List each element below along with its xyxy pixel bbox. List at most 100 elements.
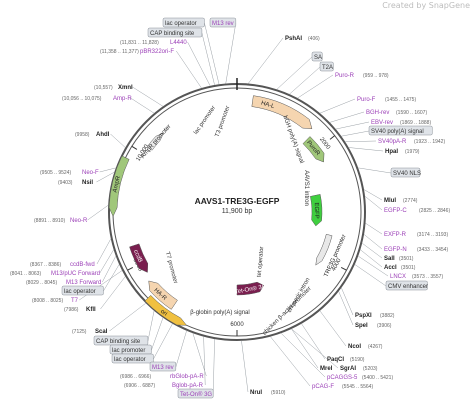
feature-label: ccdB [132, 249, 143, 264]
tick-mark [329, 135, 336, 140]
restriction-site-label: HpaI [385, 149, 398, 155]
leader-line [192, 333, 207, 377]
coordinate-label: (3174 .. 3193) [417, 232, 448, 238]
feature-arrow [108, 155, 130, 217]
snapgene-watermark: Created by SnapGene [382, 1, 470, 10]
coordinate-label: (11,358 .. 11,377) [100, 49, 139, 55]
coordinate-label: (2774) [403, 198, 418, 204]
feature-arrow [129, 243, 149, 273]
coordinate-label: (3501) [399, 256, 414, 262]
feature-arrow [315, 233, 333, 266]
primer-label: EBV-rev [371, 120, 393, 126]
restriction-site-label: KflI [86, 307, 96, 313]
plasmid-size: 11,900 bp [222, 208, 253, 215]
feature-label: HA-L [260, 101, 275, 111]
feature-arrow [251, 95, 313, 130]
leader-line [99, 249, 114, 274]
primer-label: T7 [71, 298, 79, 304]
coordinate-label: (8367 .. 8386) [30, 262, 61, 268]
primer-label: Puro-F [357, 97, 376, 103]
leader-line [241, 340, 249, 393]
leader-line [329, 111, 365, 123]
coordinate-label: (10,056 .. 10,075) [62, 96, 102, 102]
feature-box-label: M13 rev [152, 365, 174, 371]
leader-line [280, 333, 326, 378]
label-leader-lines [79, 22, 392, 395]
leader-line [297, 74, 334, 99]
coordinate-label: (9505 .. 9524) [40, 170, 71, 176]
leader-line [270, 336, 311, 387]
primer-label: pCAGGS-5 [327, 375, 358, 381]
inner-feature-text: T7 promoter [164, 251, 178, 284]
leader-line [363, 189, 383, 201]
coordinate-label: (8008 .. 8025) [32, 298, 63, 304]
feature-label: EGFP [313, 202, 319, 218]
leader-line [301, 323, 326, 360]
coordinate-label: (406) [308, 36, 320, 42]
restriction-site-label: AccI [384, 265, 397, 271]
feature-box-label: CMV enhancer [388, 284, 428, 290]
restriction-site-label: ScaI [95, 329, 108, 335]
feature-box-label: lac promoter [112, 348, 145, 354]
leader-line [110, 133, 126, 148]
feature-label-box [390, 167, 421, 178]
feature-box-label: CAP binding site [96, 339, 141, 345]
leader-line [289, 66, 321, 95]
coordinate-label: (5910) [271, 390, 286, 396]
leader-line [345, 140, 377, 142]
coordinate-label: (8041 .. 8063) [10, 271, 41, 277]
inner-feature-text: T3 promoter [215, 105, 232, 138]
feature-label-box [147, 27, 203, 38]
coordinate-label: (1979) [405, 149, 420, 155]
primer-label: L4440 [170, 40, 187, 46]
feature-label-box [385, 280, 428, 291]
leader-line [362, 243, 383, 259]
coordinate-label: (1455 .. 1475) [385, 97, 416, 103]
inner-feature-text: β-globin poly(A) signal [190, 310, 249, 316]
feature-box-label: SV40 NLS [393, 171, 421, 177]
feature-box-label: SV40 poly(A) signal [371, 129, 424, 135]
feature-label-box [162, 17, 205, 28]
leader-line [102, 256, 117, 283]
leader-line [225, 22, 237, 84]
leader-line [364, 196, 383, 211]
leader-line [204, 22, 220, 85]
coordinate-label: (8891 .. 8910) [34, 218, 65, 224]
feature-label: ori [159, 309, 168, 318]
feature-label-box [209, 17, 237, 28]
leader-line [335, 121, 370, 130]
plasmid-name: AAVS1-TRE3G-EGFP [195, 196, 280, 206]
leader-line [341, 287, 354, 316]
feature-box-label: Tet-On® 3G [180, 391, 212, 398]
feature-box-label: lac operator [114, 357, 146, 363]
primer-label: EGFP-N [384, 247, 407, 253]
primer-label: SV40pA-R [378, 139, 407, 145]
restriction-site-label: PspXI [355, 313, 372, 319]
restriction-site-label: MluI [384, 198, 396, 204]
coordinate-label: (5203) [363, 366, 378, 372]
leader-line [187, 41, 211, 86]
inner-feature-text: chimeric intron [287, 277, 312, 314]
leader-line [175, 330, 187, 368]
restriction-site-label: PshAI [285, 36, 302, 42]
primer-label: Puro-R [335, 73, 355, 79]
leader-line [338, 291, 354, 326]
primer-label: M13 Forward [66, 280, 101, 286]
coordinate-label: (7986) [64, 307, 79, 313]
feature-box-label: lac operator [165, 21, 197, 27]
leader-line [365, 223, 383, 235]
leader-line [348, 147, 384, 152]
restriction-site-label: PaqCI [327, 357, 344, 363]
feature-box-label: T2A [322, 65, 333, 71]
primer-label: BGH-rev [366, 110, 389, 116]
inner-feature-text: tet operator [257, 246, 266, 277]
feature-label-box [111, 353, 154, 364]
leader-line [354, 264, 387, 287]
primer-label: EGFP-C [384, 208, 407, 214]
leader-line [203, 336, 206, 386]
feature-label-box [368, 125, 433, 136]
feature-label-box [177, 388, 214, 399]
